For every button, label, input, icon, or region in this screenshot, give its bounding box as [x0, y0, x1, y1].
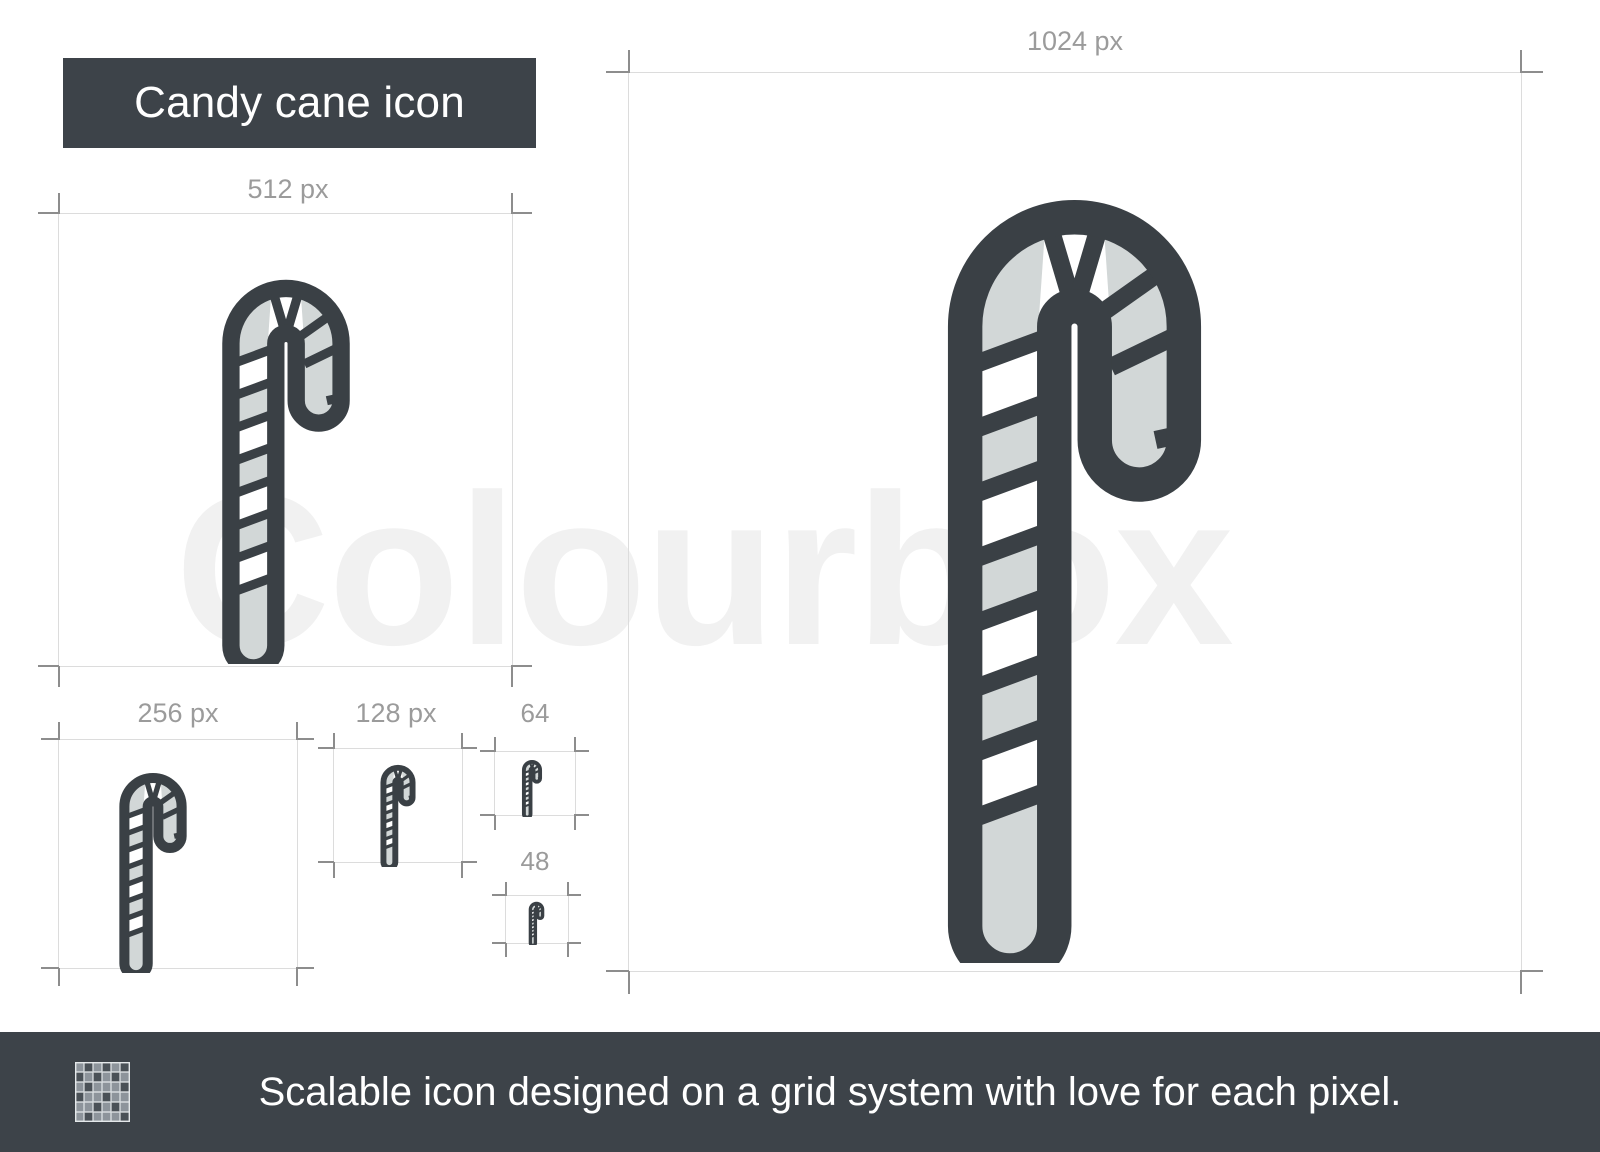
candy-cane-icon-64 — [517, 752, 547, 817]
mark-128-br-h — [461, 861, 477, 863]
mark-256-br-h — [296, 967, 314, 969]
mark-128-tl-h — [318, 747, 334, 749]
title-banner: Candy cane icon — [63, 58, 536, 148]
mark-512-bl-v — [58, 666, 60, 687]
mark-128-bl-h — [318, 861, 334, 863]
mark-256-tr-v — [296, 722, 298, 740]
guide-64-right — [575, 751, 576, 815]
mark-512-tr-v — [511, 193, 513, 214]
mark-64-bl-h — [480, 814, 495, 816]
mark-48-bl-h — [492, 942, 506, 944]
page-title: Candy cane icon — [134, 78, 465, 127]
mark-48-br-v — [567, 943, 569, 957]
candy-cane-icon-128 — [371, 750, 425, 867]
mark-48-tr-h — [567, 894, 581, 896]
mark-256-tl-h — [41, 738, 59, 740]
mark-64-tl-v — [494, 737, 496, 752]
mark-48-br-h — [567, 942, 581, 944]
guide-48-right — [568, 895, 569, 943]
mark-48-tr-v — [567, 882, 569, 896]
mark-48-tl-h — [492, 894, 506, 896]
mark-128-tr-h — [461, 747, 477, 749]
mark-1024-tl-h — [606, 71, 629, 73]
dim-label-128: 128 px — [355, 698, 437, 728]
pixel-grid-icon — [74, 1061, 130, 1122]
mark-256-tl-v — [58, 722, 60, 740]
guide-1024-right — [1521, 72, 1522, 971]
dim-label-48: 48 — [520, 846, 550, 876]
footer-banner: Scalable icon designed on a grid system … — [0, 1032, 1600, 1152]
footer-text: Scalable icon designed on a grid system … — [258, 1069, 1402, 1114]
candy-cane-icon-256 — [100, 743, 206, 973]
guide-48-top — [505, 895, 569, 896]
mark-64-tl-h — [480, 750, 495, 752]
mark-128-br-v — [461, 862, 463, 878]
mark-64-tr-v — [574, 737, 576, 752]
guide-1024-bottom — [628, 971, 1522, 972]
mark-1024-tl-v — [628, 50, 630, 73]
mark-512-tr-h — [511, 212, 532, 214]
mark-48-bl-v — [505, 943, 507, 957]
guide-1024-left — [628, 72, 629, 971]
mark-256-br-v — [296, 968, 298, 986]
dim-label-1024: 1024 px — [1026, 26, 1124, 56]
mark-128-tl-v — [333, 733, 335, 749]
mark-512-bl-h — [38, 665, 59, 667]
guide-64-top — [494, 751, 576, 752]
mark-1024-br-v — [1520, 971, 1522, 994]
mark-64-br-h — [574, 814, 589, 816]
guide-512-left — [58, 213, 59, 666]
guide-256-top — [58, 739, 298, 740]
mark-64-tr-h — [574, 750, 589, 752]
mark-128-bl-v — [333, 862, 335, 878]
guide-128-top — [333, 748, 463, 749]
mark-256-bl-h — [41, 967, 59, 969]
guide-128-left — [333, 748, 334, 862]
candy-cane-icon-48 — [525, 896, 548, 945]
dim-label-256: 256 px — [137, 698, 219, 728]
mark-128-tr-v — [461, 733, 463, 749]
guide-64-bottom — [494, 815, 576, 816]
mark-64-br-v — [574, 815, 576, 830]
guide-64-left — [494, 751, 495, 815]
mark-1024-bl-v — [628, 971, 630, 994]
guide-512-bottom — [58, 666, 513, 667]
candy-cane-icon-1024 — [872, 83, 1277, 963]
mark-512-br-v — [511, 666, 513, 687]
guide-1024-top — [628, 72, 1522, 73]
guide-128-right — [462, 748, 463, 862]
mark-1024-tr-v — [1520, 50, 1522, 73]
guide-512-top — [58, 213, 513, 214]
guide-512-right — [512, 213, 513, 666]
mark-512-tl-h — [38, 212, 59, 214]
guide-48-left — [505, 895, 506, 943]
mark-512-tl-v — [58, 193, 60, 214]
candy-cane-icon-512 — [184, 221, 388, 664]
mark-512-br-h — [511, 665, 532, 667]
guide-256-bottom — [58, 968, 298, 969]
guide-256-left — [58, 739, 59, 968]
mark-256-tr-h — [296, 738, 314, 740]
mark-1024-br-h — [1520, 970, 1543, 972]
mark-1024-tr-h — [1520, 71, 1543, 73]
mark-48-tl-v — [505, 882, 507, 896]
mark-1024-bl-h — [606, 970, 629, 972]
mark-256-bl-v — [58, 968, 60, 986]
guide-256-right — [297, 739, 298, 968]
dim-label-64: 64 — [520, 698, 550, 728]
mark-64-bl-v — [494, 815, 496, 830]
dim-label-512: 512 px — [247, 174, 329, 204]
